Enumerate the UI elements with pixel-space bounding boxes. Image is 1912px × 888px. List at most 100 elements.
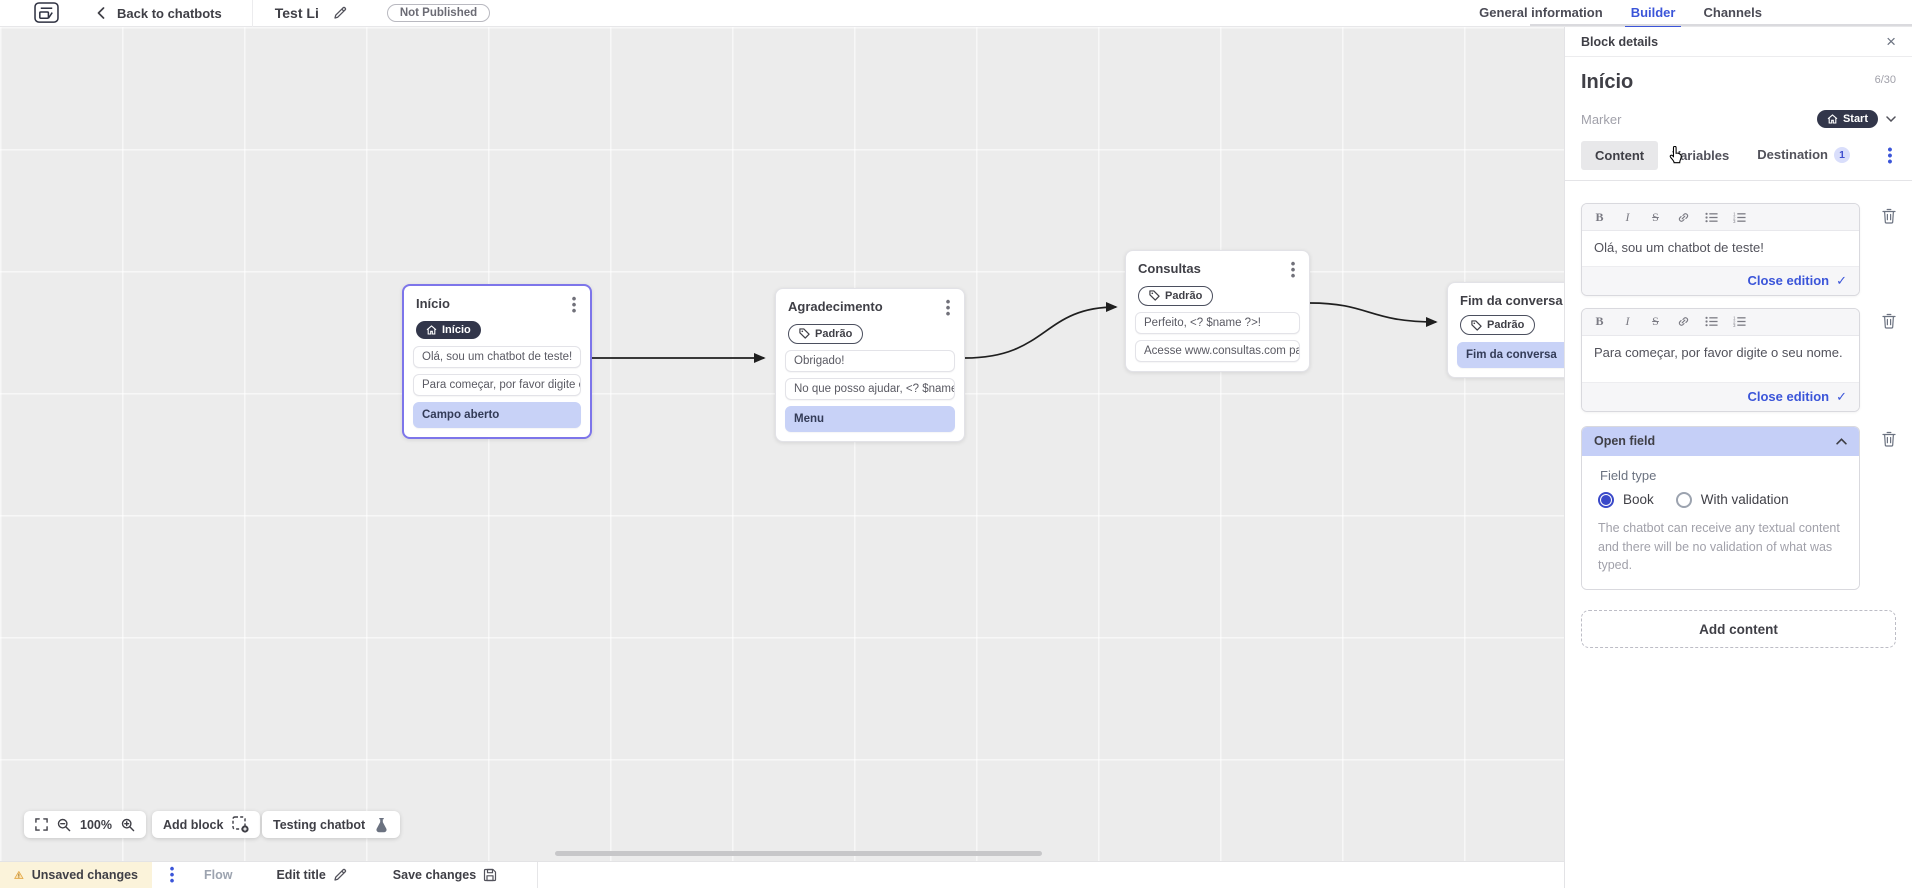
flow-block-agradecimento[interactable]: Agradecimento ••• Padrão Obrigado! No qu… <box>775 288 965 443</box>
add-content-button[interactable]: Add content <box>1581 610 1896 649</box>
block-message-row[interactable]: Olá, sou um chatbot de teste! <box>413 345 581 368</box>
close-edition-button[interactable]: Close edition <box>1747 273 1830 289</box>
block-action-row[interactable]: Menu <box>785 406 955 433</box>
fullscreen-button[interactable] <box>35 818 48 831</box>
edit-title-button[interactable]: Edit title <box>276 868 346 882</box>
tabs-underline <box>1530 24 1912 26</box>
strikethrough-icon[interactable]: S <box>1652 209 1659 224</box>
delete-element-button[interactable] <box>1882 313 1896 412</box>
name-char-counter: 6/30 <box>1874 74 1896 86</box>
block-marker-pill[interactable]: Padrão <box>1138 285 1214 306</box>
link-icon[interactable] <box>1677 315 1690 328</box>
tab-content[interactable]: Content <box>1581 140 1659 170</box>
flow-canvas[interactable]: Início ••• Início Olá, sou um chatbot de… <box>0 27 1564 861</box>
tab-variables[interactable]: Variables <box>1672 147 1730 163</box>
zoom-out-button[interactable] <box>57 818 71 832</box>
bold-icon[interactable]: B <box>1595 209 1604 224</box>
italic-icon[interactable]: I <box>1625 314 1630 329</box>
top-bar: Back to chatbots Test Li Not Published G… <box>0 0 1912 27</box>
pencil-icon <box>334 6 346 19</box>
message-text-input[interactable]: Para começar, por favor digite o seu nom… <box>1582 335 1859 382</box>
field-type-label: Field type <box>1600 467 1657 483</box>
open-field-header[interactable]: Open field <box>1582 426 1859 456</box>
app-logo-icon[interactable] <box>34 2 59 24</box>
chevron-up-icon[interactable] <box>1836 437 1847 445</box>
zoom-in-button[interactable] <box>121 818 135 832</box>
tag-icon <box>1149 290 1160 301</box>
block-title: Fim da conversa <box>1460 293 1563 308</box>
block-marker-pill[interactable]: Padrão <box>1460 315 1536 335</box>
flask-icon <box>376 817 387 832</box>
delete-element-button[interactable] <box>1882 208 1896 296</box>
block-message-row[interactable]: Obrigado! <box>785 350 955 373</box>
zoom-out-icon <box>57 818 71 831</box>
back-to-chatbots-button[interactable]: Back to chatbots <box>97 6 222 21</box>
tab-general-information[interactable]: General information <box>1479 4 1603 20</box>
topbar-divider <box>251 0 253 27</box>
zoom-level: 100% <box>80 817 112 832</box>
tab-builder[interactable]: Builder <box>1624 0 1682 27</box>
svg-text:1: 1 <box>1733 212 1736 216</box>
back-label: Back to chatbots <box>117 5 222 21</box>
close-panel-icon[interactable]: × <box>1886 32 1896 51</box>
flow-block-inicio[interactable]: Início ••• Início Olá, sou um chatbot de… <box>402 284 592 439</box>
svg-text:3: 3 <box>1733 323 1736 327</box>
block-marker-pill[interactable]: Padrão <box>788 323 864 344</box>
add-block-button[interactable]: Add block <box>152 811 261 838</box>
bullet-list-icon[interactable] <box>1705 212 1718 223</box>
block-menu-icon[interactable]: ••• <box>571 291 577 318</box>
strikethrough-icon[interactable]: S <box>1652 314 1659 329</box>
block-message-row[interactable]: Para começar, por favor digite o ... <box>413 373 581 396</box>
svg-text:2: 2 <box>1733 320 1736 325</box>
svg-text:1: 1 <box>1733 316 1736 320</box>
tab-channels[interactable]: Channels <box>1703 4 1762 20</box>
tag-icon <box>1471 319 1482 331</box>
link-icon[interactable] <box>1677 211 1690 224</box>
bullet-list-icon[interactable] <box>1705 316 1718 327</box>
block-message-row[interactable]: Acesse www.consultas.com par... <box>1135 340 1300 363</box>
panel-more-menu-icon[interactable]: ••• <box>1887 140 1893 170</box>
edit-chatbot-title-button[interactable] <box>333 6 347 20</box>
status-badge: Not Published <box>386 4 491 22</box>
field-type-description: The chatbot can receive any textual cont… <box>1598 520 1840 573</box>
marker-value-pill[interactable]: Start <box>1816 110 1878 128</box>
block-action-row[interactable]: Campo aberto <box>413 401 581 428</box>
block-message-row[interactable]: Perfeito, <? $name ?>! <box>1135 312 1300 335</box>
flow-tab[interactable]: Flow <box>204 868 233 882</box>
flow-block-consultas[interactable]: Consultas ••• Padrão Perfeito, <? $name … <box>1125 250 1310 373</box>
block-action-row[interactable]: Fim da conversa <box>1457 341 1564 368</box>
flow-options-menu-icon[interactable]: ••• <box>169 861 175 888</box>
message-text-input[interactable]: Olá, sou um chatbot de teste! <box>1582 231 1859 266</box>
close-edition-button[interactable]: Close edition <box>1747 389 1830 405</box>
chevron-down-icon[interactable] <box>1886 116 1896 122</box>
flow-connectors <box>592 301 1438 364</box>
connector-agradecimento-consultas <box>964 301 1118 359</box>
pencil-icon <box>334 868 346 881</box>
block-marker-pill[interactable]: Início <box>416 320 481 339</box>
delete-element-button[interactable] <box>1882 431 1896 590</box>
flow-block-fim-da-conversa[interactable]: Fim da conversa Padrão Fim da conversa <box>1447 282 1564 378</box>
block-menu-icon[interactable]: ••• <box>945 294 951 321</box>
chatbot-title[interactable]: Test Li <box>274 5 319 21</box>
panel-tabs-divider <box>1565 180 1912 181</box>
back-chevron-icon <box>97 7 105 19</box>
radio-option-book[interactable]: Book <box>1598 491 1654 508</box>
home-icon <box>1827 114 1838 124</box>
canvas-horizontal-scrollbar[interactable] <box>555 851 1042 856</box>
testing-chatbot-button[interactable]: Testing chatbot <box>262 811 401 838</box>
block-message-row[interactable]: No que posso ajudar, <? $name ... <box>785 378 955 401</box>
bold-icon[interactable]: B <box>1595 314 1604 329</box>
radio-option-with-validation[interactable]: With validation <box>1675 491 1789 508</box>
save-changes-button[interactable]: Save changes <box>393 868 497 882</box>
save-icon <box>484 868 497 882</box>
italic-icon[interactable]: I <box>1625 209 1630 224</box>
block-name-input[interactable]: Início <box>1581 71 1634 93</box>
block-menu-icon[interactable]: ••• <box>1290 256 1296 283</box>
